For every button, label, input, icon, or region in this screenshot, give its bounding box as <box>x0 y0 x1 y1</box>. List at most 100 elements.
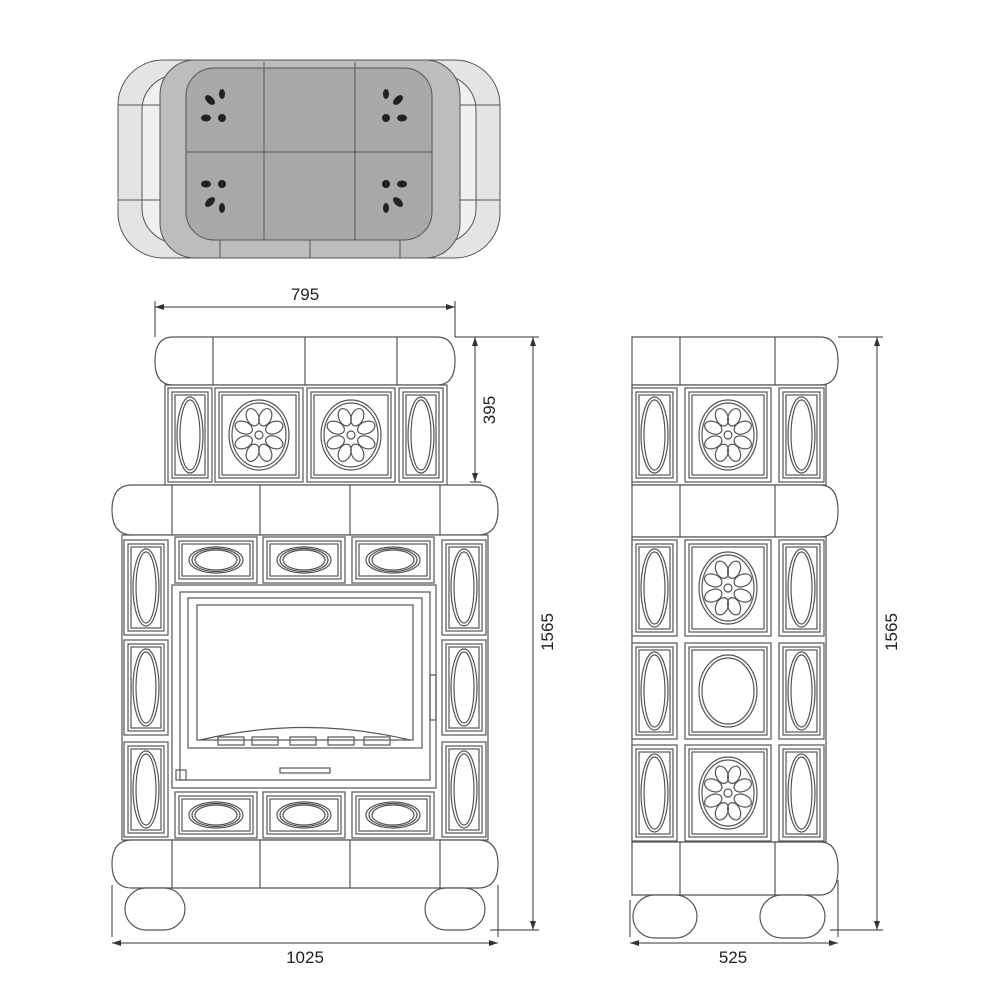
stove-foot <box>424 887 486 931</box>
oval-ornament <box>132 648 160 727</box>
tile-inner-frame <box>448 646 480 729</box>
vent-hole <box>393 95 403 105</box>
oval-ornament <box>188 801 244 829</box>
rosette-petal <box>704 420 723 435</box>
cornice <box>631 841 839 896</box>
dim-arrowhead <box>630 940 639 946</box>
air-vent-slot <box>251 736 279 746</box>
dim-arrowhead <box>874 337 880 346</box>
tile-inner-frame <box>358 798 428 832</box>
tile-frame <box>178 540 254 580</box>
rosette-petal <box>704 588 723 603</box>
rosette-petal <box>350 407 365 427</box>
rosette-petal <box>714 765 730 784</box>
front-view <box>111 336 499 931</box>
vent-hole <box>397 114 407 122</box>
tile-frame <box>635 543 674 633</box>
rosette-petal <box>704 793 723 808</box>
tile-frame <box>178 795 254 835</box>
oval-ornament <box>132 750 160 829</box>
oval-ornament <box>194 549 238 571</box>
oval-ornament <box>194 804 238 826</box>
tile-frame <box>218 391 300 479</box>
tile-frame <box>635 748 674 838</box>
tile-inner-frame <box>130 546 162 629</box>
tile-frame <box>127 643 165 732</box>
vent-hole <box>383 89 389 99</box>
tile-inner-frame <box>313 394 389 476</box>
cornice <box>631 484 839 538</box>
tile-frame <box>445 643 483 732</box>
oval-ornament <box>282 549 326 571</box>
dim-front-total-height: 1565 <box>538 613 557 651</box>
tile-inner-frame <box>181 543 251 577</box>
rosette-petal <box>714 560 730 579</box>
tile-inner-frame <box>691 546 765 630</box>
vent-hole <box>201 180 211 188</box>
oval-ornament <box>191 547 241 573</box>
tile-inner-frame <box>269 798 339 832</box>
oval-ornament <box>371 804 415 826</box>
rosette-petal <box>714 443 730 463</box>
oval-ornament <box>132 548 160 627</box>
vent-hole <box>219 203 225 213</box>
oval-ornament <box>365 546 421 574</box>
rosette-petal <box>726 802 742 821</box>
oval-ornament-inner <box>643 399 666 471</box>
rosette-center <box>723 583 733 593</box>
stove-foot <box>632 894 698 939</box>
rosette-petal <box>733 573 752 588</box>
rosette-petal <box>258 407 273 427</box>
vent-hole <box>382 180 390 188</box>
oval-ornament <box>188 546 244 574</box>
tile-frame <box>782 646 821 736</box>
dimension-lines <box>111 301 883 946</box>
tile-inner-frame <box>785 394 818 476</box>
tile-inner-frame <box>358 543 428 577</box>
vent-hole <box>383 203 389 213</box>
dim-arrowhead <box>489 940 498 946</box>
rosette-ring <box>698 399 758 471</box>
vent-hole <box>219 89 225 99</box>
rosette-petal <box>337 443 352 463</box>
oval-ornament <box>640 651 669 731</box>
oval-ornament <box>450 548 478 627</box>
oval-ornament-inner <box>643 551 666 625</box>
rosette-petal <box>726 597 742 616</box>
tile-inner-frame <box>448 748 480 831</box>
air-vent-slot <box>363 736 391 746</box>
tile-frame <box>266 795 342 835</box>
dim-arrowhead <box>112 940 121 946</box>
dim-side-depth: 525 <box>718 948 748 967</box>
rosette-petal <box>714 802 730 821</box>
vent-hole <box>218 114 226 122</box>
rosette-center <box>723 430 733 440</box>
oval-ornament-inner <box>643 756 666 830</box>
dim-arrowhead <box>446 304 455 310</box>
tile-inner-frame <box>691 394 765 476</box>
side-view <box>631 336 839 939</box>
rosette-petal <box>733 435 752 450</box>
tile <box>214 387 304 483</box>
rosette-petal <box>726 560 742 579</box>
dim-arrowhead <box>472 473 478 482</box>
tile-inner-frame <box>691 751 765 835</box>
vent-hole <box>397 180 407 188</box>
rosette-petal <box>337 407 352 427</box>
vent-hole <box>205 197 215 207</box>
dim-arrowhead <box>829 940 838 946</box>
rosette-ring-inner <box>701 554 755 622</box>
dim-arrowhead <box>874 921 880 930</box>
oval-ornament-inner <box>790 654 813 728</box>
tile-frame <box>127 745 165 834</box>
oval-ornament <box>450 648 478 727</box>
oval-ornament-inner <box>453 753 475 826</box>
tile-inner-frame <box>638 751 671 835</box>
tile-inner-frame <box>785 751 818 835</box>
vent-hole <box>201 114 211 122</box>
tile-frame <box>688 748 768 838</box>
tile-frame <box>688 543 768 633</box>
rosette-petal <box>733 420 752 435</box>
rosette-ring-inner <box>701 402 755 468</box>
oval-ornament-inner <box>135 651 157 724</box>
